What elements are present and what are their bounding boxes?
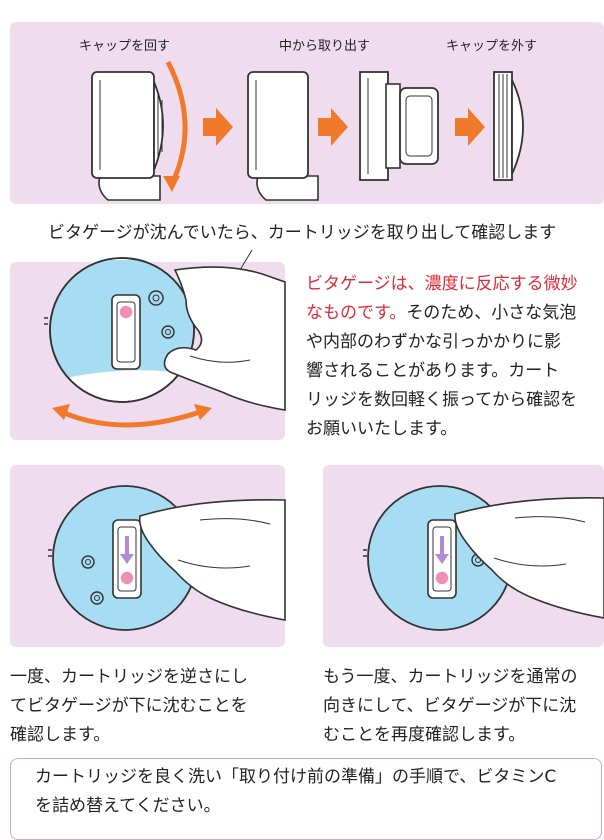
explanation-highlight-line-2: なものです。	[306, 303, 407, 323]
check-upside-down-line: てビタゲージが下に沈むことを	[10, 696, 248, 716]
explanation-line-5: リッジを数回軽く振ってから確認を	[306, 390, 578, 410]
cartridge-normal-illustration	[363, 485, 604, 631]
explanation-line-2: なものです。そのため、小さな気泡	[306, 299, 604, 328]
step-arrow-2-icon	[318, 108, 348, 146]
check-normal-line: 向きにして、ビタゲージが下に沈	[323, 696, 577, 716]
refill-note-text: カートリッジを良く洗い「取り付け前の準備」の手順で、ビタミンC を詰め替えてくだ…	[35, 763, 556, 821]
cartridge-illustration	[247, 71, 319, 201]
step-label-remove-cap: キャップを外す	[446, 39, 538, 54]
step-label-take-out: 中から取り出す	[279, 39, 371, 54]
inner-cartridge-illustration	[359, 71, 439, 181]
explanation-line-3: や内部のわずかな引っかかりに影	[306, 332, 561, 352]
explanation-line-6: お願いいたします。	[306, 419, 458, 439]
check-normal-line: もう一度、カートリッジを通常の	[323, 667, 578, 687]
check-normal-text: もう一度、カートリッジを通常の 向きにして、ビタゲージが下に沈 むことを再度確認…	[323, 663, 604, 750]
step-arrow-1-icon	[203, 108, 233, 146]
step-arrow-3-icon	[455, 108, 485, 146]
check-upside-down-line: 確認します。	[10, 725, 111, 745]
shake-arrow-icon	[61, 409, 201, 428]
gauge-ball	[118, 304, 134, 320]
check-normal-line: むことを再度確認します。	[323, 725, 526, 745]
check-upside-down-line: 一度、カートリッジを逆さにし	[10, 667, 248, 687]
cartridge-with-cap-illustration	[91, 71, 164, 201]
rotate-arrow-icon	[163, 60, 188, 192]
refill-note-box: カートリッジを良く洗い「取り付け前の準備」の手順で、ビタミンC を詰め替えてくだ…	[10, 758, 602, 840]
check-upside-down-text: 一度、カートリッジを逆さにし てビタゲージが下に沈むことを 確認します。	[10, 663, 300, 750]
hand-illustration	[163, 266, 286, 411]
step-label-rotate-cap: キャップを回す	[79, 39, 171, 54]
cap-illustration	[493, 71, 524, 181]
shake-illustration	[44, 249, 286, 428]
explanation-line-4: 響されることがあります。カート	[306, 361, 560, 381]
explanation-line-2-rest: そのため、小さな気泡	[406, 303, 577, 323]
explanation-highlight-line-1: ビタゲージは、濃度に反応する微妙	[306, 274, 578, 294]
refill-note-line: を詰め替えてください。	[35, 796, 221, 816]
check-illustrations	[48, 485, 604, 631]
steps-illustration	[91, 60, 524, 201]
headline: ビタゲージが沈んでいたら、カートリッジを取り出して確認します	[48, 223, 557, 243]
cartridge-upside-down-illustration	[48, 485, 286, 631]
shake-explanation: ビタゲージは、濃度に反応する微妙 なものです。そのため、小さな気泡 や内部のわず…	[306, 270, 604, 444]
refill-note-line: カートリッジを良く洗い「取り付け前の準備」の手順で、ビタミンC	[35, 767, 557, 787]
